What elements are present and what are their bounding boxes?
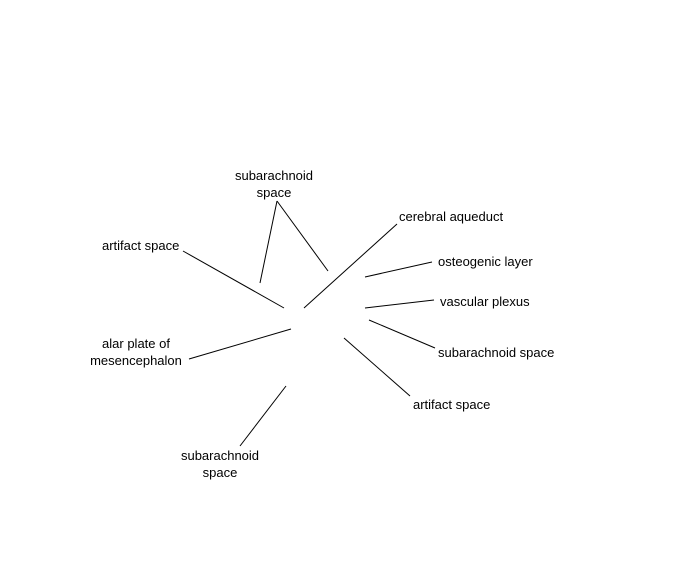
label-subarachnoid-space-bottom: subarachnoid space	[180, 448, 260, 480]
label-subarachnoid-space-right: subarachnoid space	[438, 345, 555, 360]
leader-line-subarachnoid-top-b	[276, 200, 329, 272]
label-artifact-space-left: artifact space	[102, 238, 180, 253]
leader-line-subarachnoid-right	[368, 319, 436, 349]
leader-line-osteogenic-layer	[364, 261, 433, 278]
leader-line-alar-plate	[188, 328, 292, 360]
leader-line-subarachnoid-top-a	[259, 200, 278, 284]
leader-line-artifact-space-left	[182, 250, 285, 309]
label-vascular-plexus: vascular plexus	[440, 294, 530, 309]
leader-line-cerebral-aqueduct	[303, 223, 398, 309]
label-osteogenic-layer: osteogenic layer	[438, 254, 533, 269]
label-artifact-space-right: artifact space	[413, 397, 491, 412]
label-alar-plate-of-mesencephalon: alar plate of mesencephalon	[90, 336, 182, 368]
leader-line-vascular-plexus	[364, 299, 435, 309]
leader-line-subarachnoid-bottom	[239, 385, 287, 447]
label-subarachnoid-space-top: subarachnoid space	[234, 168, 314, 200]
leader-line-artifact-space-right	[343, 337, 411, 397]
label-cerebral-aqueduct: cerebral aqueduct	[399, 209, 504, 224]
